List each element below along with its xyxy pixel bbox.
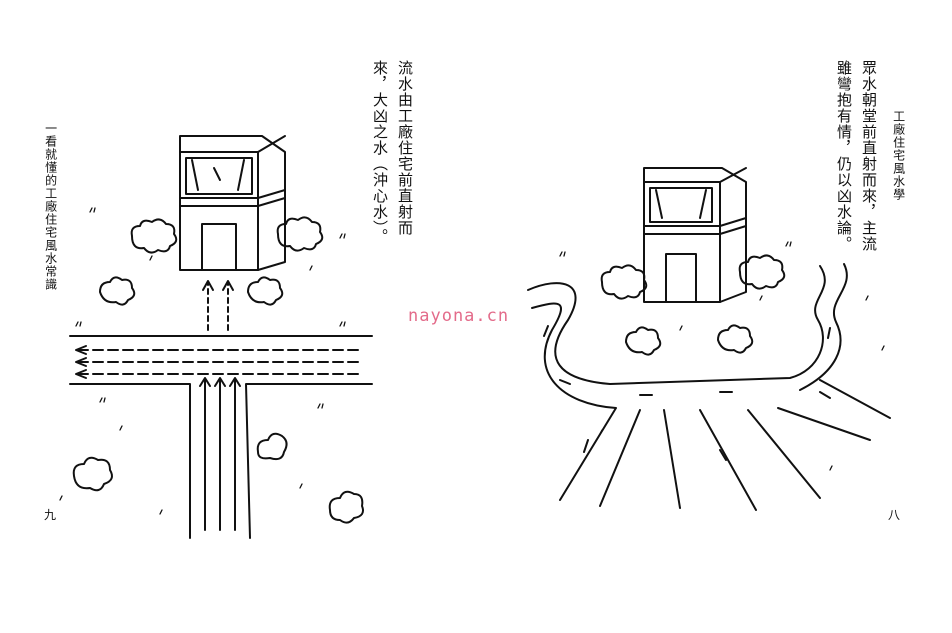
flow-arrows-to-house (207, 283, 229, 331)
page-number-left: 九 (44, 508, 57, 522)
page-number-right: 八 (888, 508, 901, 522)
grass-tufts-right (559, 241, 885, 471)
factory-building-left (179, 135, 286, 271)
running-head-left: 一看就懂的工廠住宅風水常識 (43, 122, 58, 291)
caption-line-2-left: 來，大凶之水（沖心水）。 (371, 60, 389, 245)
caption-line-2-right: 雖彎抱有情，仍以凶水論。 (835, 60, 853, 252)
caption-line-1-right: 眾水朝堂前直射而來，主流 (860, 60, 878, 252)
grass-tufts-left (59, 207, 346, 515)
arrowhead (202, 280, 214, 291)
arrowhead (222, 280, 234, 291)
watermark: nayona.cn (408, 306, 510, 326)
factory-building-right (643, 167, 747, 303)
caption-line-1-left: 流水由工廠住宅前直射而 (396, 60, 414, 236)
converging-waterways (527, 263, 891, 511)
bushes-right (600, 254, 786, 356)
bushes-left (72, 216, 364, 524)
running-head-right: 工廠住宅風水學 (891, 110, 906, 201)
t-junction-waterway (69, 335, 373, 539)
